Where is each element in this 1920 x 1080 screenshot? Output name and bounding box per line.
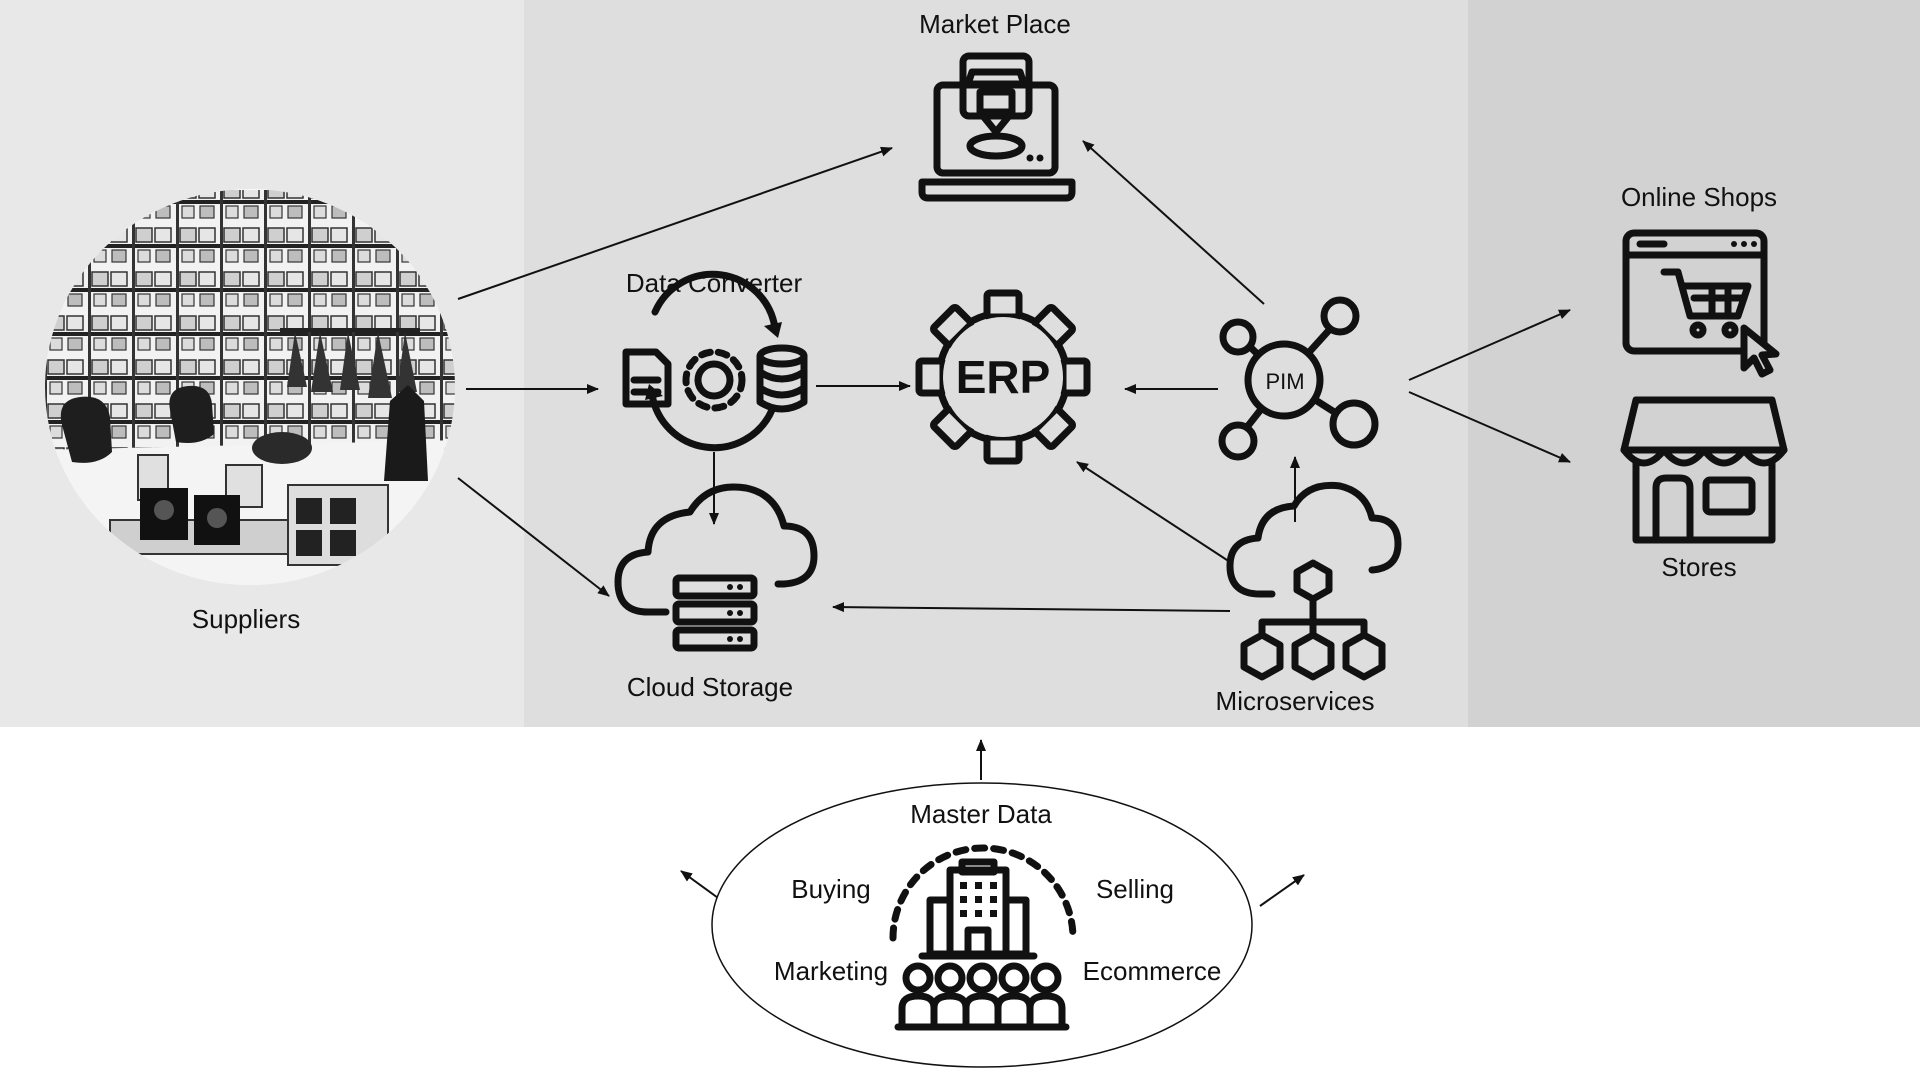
department-marketing: Marketing (774, 956, 888, 986)
pim-icon-text: PIM (1265, 369, 1304, 394)
department-ecommerce: Ecommerce (1083, 956, 1222, 986)
arrow-microservices-to-erp (1076, 461, 1231, 563)
document-gear-database-cycle-icon (622, 270, 808, 452)
panel-channels (1468, 0, 1920, 727)
company-team-icon (889, 844, 1077, 1031)
master-data-ellipse (711, 782, 1253, 1068)
suppliers-label: Suppliers (192, 604, 300, 634)
connectors (457, 140, 1571, 907)
cloud-storage-node: Cloud Storage (614, 483, 818, 702)
arrow-pim-to-online-shops (1408, 309, 1571, 381)
arrow-pim-to-stores (1408, 391, 1571, 463)
pim-node: PIM (1218, 296, 1379, 461)
arrow-pim-to-market-place (1082, 140, 1265, 305)
browser-cart-icon (1622, 229, 1780, 378)
online-shops-label: Online Shops (1621, 182, 1777, 212)
laptop-store-icon (918, 52, 1076, 202)
arrow-suppliers-to-market-place (457, 146, 893, 300)
cloud-server-icon (614, 483, 818, 652)
microservices-node: Microservices (1216, 481, 1402, 716)
master-data-title: Master Data (910, 799, 1052, 829)
market-place-label: Market Place (919, 9, 1071, 39)
master-data-node: Master Data Buying Selling Marketing Eco… (711, 782, 1253, 1068)
stores-node: Stores (1620, 396, 1788, 582)
network-hub-icon (1218, 296, 1379, 461)
storefront-icon (1620, 396, 1788, 544)
cloud-cubes-icon (1226, 481, 1402, 681)
arrow-suppliers-to-cloud-storage (457, 477, 610, 597)
data-converter-node: Data Converter (622, 268, 808, 452)
cloud-storage-label: Cloud Storage (627, 672, 793, 702)
market-place-node: Market Place (918, 9, 1076, 202)
stores-label: Stores (1661, 552, 1736, 582)
arrow-microservices-to-cloud-storage (832, 602, 1231, 613)
gear-icon (915, 289, 1091, 465)
department-selling: Selling (1096, 874, 1174, 904)
erp-node: ERP (915, 289, 1091, 465)
arrow-master-data-right (1259, 874, 1305, 907)
microservices-label: Microservices (1216, 686, 1375, 716)
online-shops-node: Online Shops (1621, 182, 1780, 378)
department-buying: Buying (791, 874, 871, 904)
erp-icon-text: ERP (956, 351, 1051, 403)
